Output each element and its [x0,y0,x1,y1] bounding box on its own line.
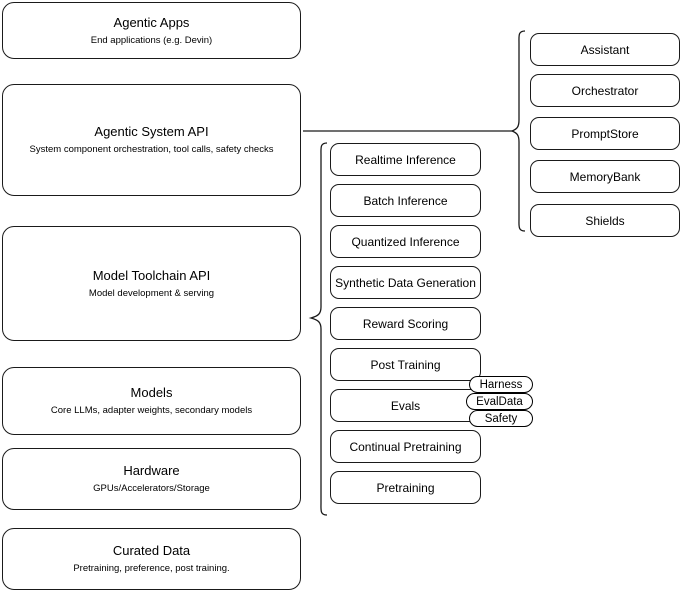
capability-post-training[interactable]: Post Training [330,348,481,381]
stack-layer-agentic-apps[interactable]: Agentic Apps End applications (e.g. Devi… [2,2,301,59]
layer-title: Curated Data [112,543,191,558]
eval-tag-harness[interactable]: Harness [469,376,533,393]
capability-reward-scoring[interactable]: Reward Scoring [330,307,481,340]
layer-title: Model Toolchain API [92,267,211,283]
system-components-brace [510,30,526,232]
layer-subtitle: Model development & serving [88,287,215,299]
eval-tag-evaldata[interactable]: EvalData [466,393,533,410]
stack-layer-curated-data[interactable]: Curated Data Pretraining, preference, po… [2,528,301,590]
toolchain-capabilities-brace [308,142,328,516]
layer-subtitle: Core LLMs, adapter weights, secondary mo… [50,405,253,416]
layer-title: Hardware [123,463,180,478]
layer-subtitle: End applications (e.g. Devin) [90,34,213,46]
layer-subtitle: Pretraining, preference, post training. [73,563,230,574]
system-component-assistant[interactable]: Assistant [530,33,680,66]
layer-title: Agentic System API [94,124,209,139]
system-component-shields[interactable]: Shields [530,204,680,237]
system-component-orchestrator[interactable]: Orchestrator [530,74,680,107]
capability-continual-pretraining[interactable]: Continual Pretraining [330,430,481,463]
system-component-promptstore[interactable]: PromptStore [530,117,680,150]
layer-subtitle: System component orchestration, tool cal… [29,144,274,155]
capability-synthetic-data-generation[interactable]: Synthetic Data Generation [330,266,481,299]
stack-layer-agentic-system-api[interactable]: Agentic System API System component orch… [2,84,301,196]
stack-layer-model-toolchain-api[interactable]: Model Toolchain API Model development & … [2,226,301,341]
capability-pretraining[interactable]: Pretraining [330,471,481,504]
system-component-memorybank[interactable]: MemoryBank [530,160,680,193]
eval-tag-safety[interactable]: Safety [469,410,533,427]
stack-layer-models[interactable]: Models Core LLMs, adapter weights, secon… [2,367,301,435]
layer-title: Models [130,385,173,400]
layer-subtitle: GPUs/Accelerators/Storage [93,483,210,494]
capability-quantized-inference[interactable]: Quantized Inference [330,225,481,258]
capability-evals[interactable]: Evals [330,389,481,422]
capability-realtime-inference[interactable]: Realtime Inference [330,143,481,176]
stack-layer-hardware[interactable]: Hardware GPUs/Accelerators/Storage [2,448,301,510]
layer-title: Agentic Apps [113,14,190,30]
capability-batch-inference[interactable]: Batch Inference [330,184,481,217]
